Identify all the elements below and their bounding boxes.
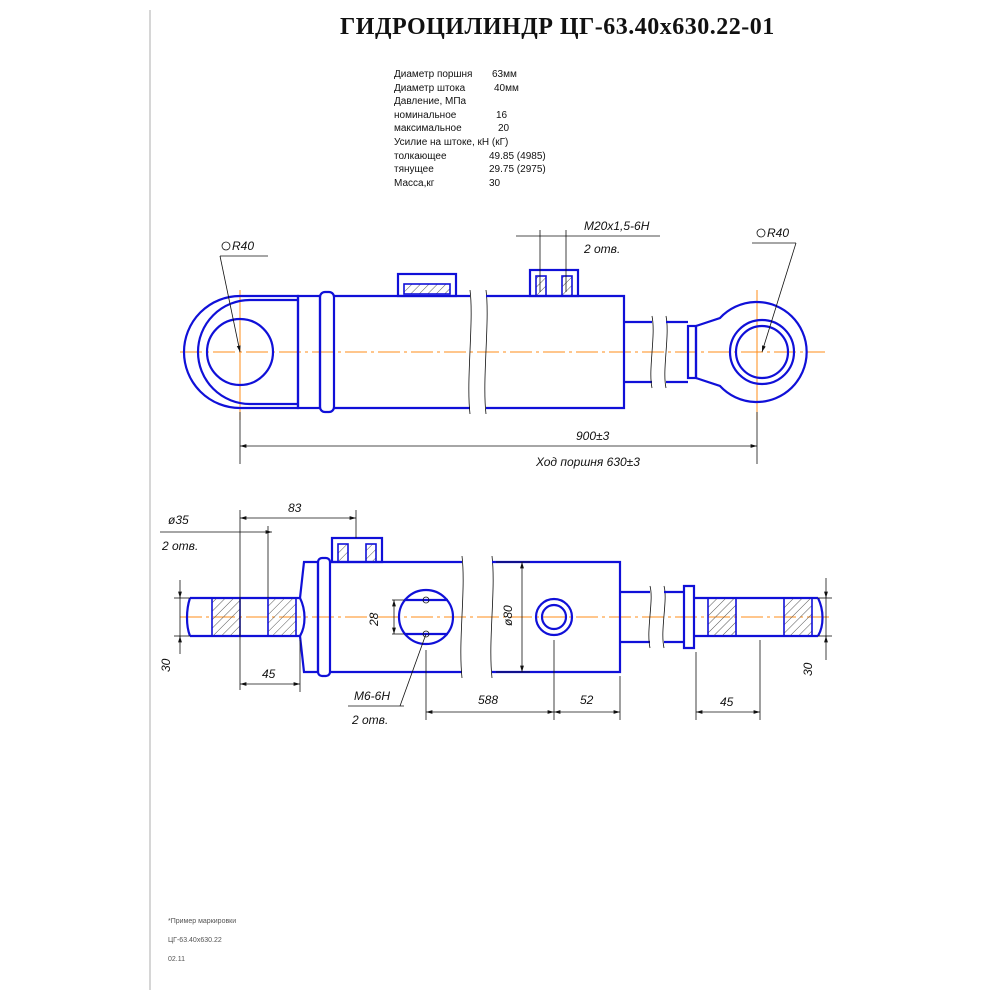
cylinder-side-view: 28 ø80 ø35 2 отв. xyxy=(159,501,832,727)
note-line: ЦГ-63.40х630.22 xyxy=(168,937,222,944)
cap-collar xyxy=(318,290,336,414)
marking-notes: *Пример маркировки ЦГ-63.40х630.22 02.11 xyxy=(168,912,236,969)
barrel-right-bottom xyxy=(492,560,622,674)
note-line: *Пример маркировки xyxy=(168,918,237,925)
dim-588: 588 xyxy=(478,693,498,707)
radius-symbol xyxy=(756,228,766,238)
rod-bore xyxy=(534,597,574,637)
dim-length: 900±3 xyxy=(576,429,610,443)
dim-holes-top: 2 отв. xyxy=(583,242,620,256)
rod xyxy=(624,320,652,384)
cylinder-top-view: R40 R40 М20х1,5-6Н 2 отв. 900±3 Ход порш… xyxy=(180,219,825,469)
dim-port-offset: 83 xyxy=(288,501,302,515)
spec-row: Давление, МПа xyxy=(394,96,467,108)
radius-symbol xyxy=(221,241,231,251)
dim-stroke: Ход поршня 630±3 xyxy=(535,455,640,469)
dim-52: 52 xyxy=(580,693,594,707)
port-boss-left xyxy=(396,272,458,298)
right-eye xyxy=(694,300,808,404)
mount-flange xyxy=(397,588,455,646)
dim-radius-left: R40 xyxy=(232,239,254,253)
dim-eye-width-right: 30 xyxy=(801,662,815,676)
dim-eye-len-right: 45 xyxy=(720,695,734,709)
dim-holes-bottom: 2 отв. xyxy=(351,713,388,727)
left-eye xyxy=(182,294,300,410)
dim-eye-width-left: 30 xyxy=(159,658,173,672)
rod-bottom xyxy=(620,590,650,644)
port-boss-right xyxy=(528,268,580,298)
right-eye-hole xyxy=(728,318,796,386)
left-eye-hole xyxy=(205,317,275,387)
port-boss-bottom xyxy=(330,536,384,564)
dim-body-dia: ø80 xyxy=(501,605,515,626)
left-eye-section xyxy=(185,596,306,638)
dim-bore-dia: ø35 xyxy=(168,513,189,527)
dim-eye-len-left: 45 xyxy=(262,667,276,681)
dim-radius-right: R40 xyxy=(767,226,789,240)
dim-mount-thread: М6-6Н xyxy=(354,689,390,703)
cap-collar-bottom xyxy=(316,556,332,678)
dim-flange-gap: 28 xyxy=(367,612,381,627)
dim-thread-port: М20х1,5-6Н xyxy=(584,219,650,233)
drawing-title: ГИДРОЦИЛИНДР ЦГ-63.40х630.22-01 xyxy=(340,14,775,40)
note-line: 02.11 xyxy=(168,956,185,963)
spec-row: Усилие на штоке, кН (кГ) xyxy=(394,136,509,148)
dim-holes-left: 2 отв. xyxy=(161,539,198,553)
